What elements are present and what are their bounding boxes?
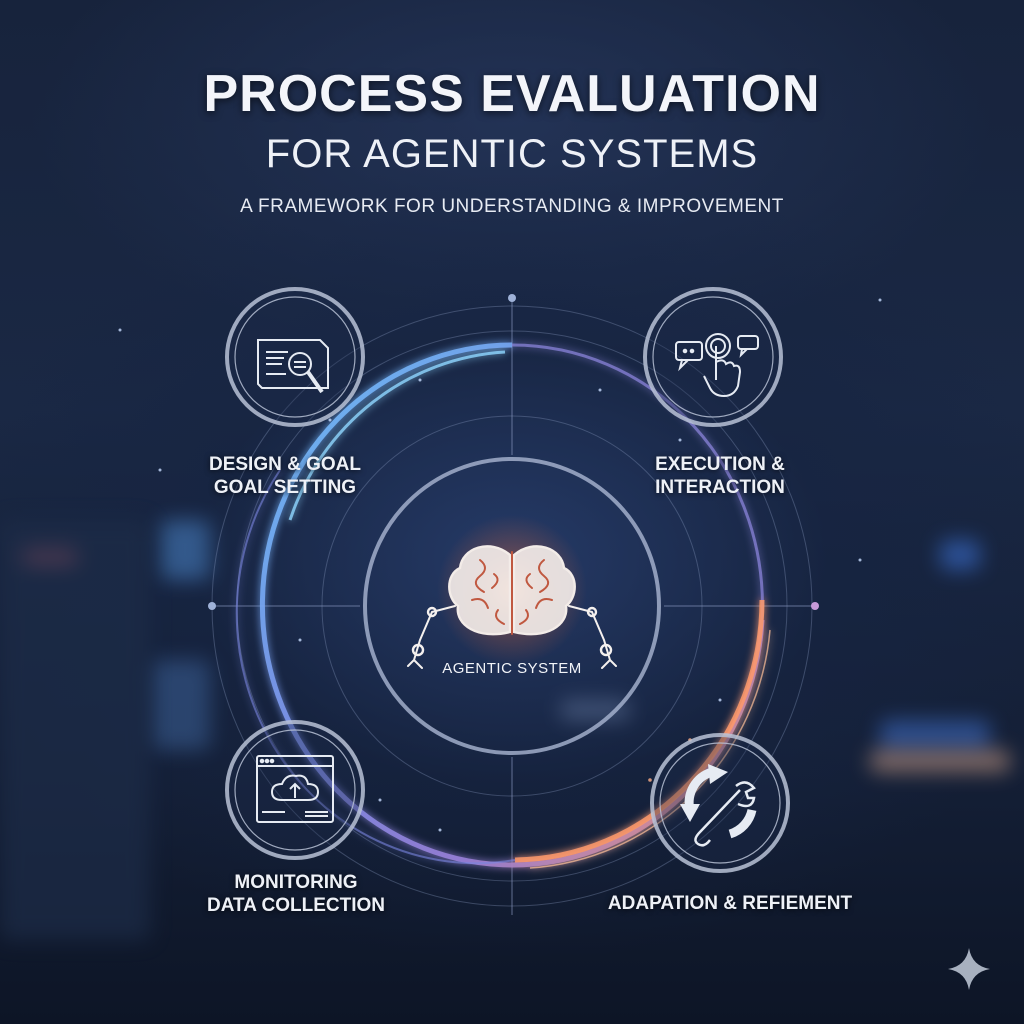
center-ring bbox=[363, 457, 661, 755]
network-particles bbox=[118, 298, 882, 832]
node-dot bbox=[811, 602, 819, 610]
node-dot bbox=[208, 602, 216, 610]
stage-label-adaptation: ADAPATION & REFIEMENT bbox=[580, 892, 880, 915]
stage-label-line2: INTERACTION bbox=[655, 477, 785, 498]
chat-touch-icon bbox=[675, 333, 759, 398]
bokeh-light bbox=[0, 520, 150, 940]
sparkle-icon bbox=[948, 948, 990, 990]
stage-label-execution: EXECUTION & INTERACTION bbox=[620, 453, 820, 499]
brain-robot-arms-icon bbox=[407, 545, 617, 669]
cloud-upload-window-icon bbox=[256, 755, 334, 823]
stage-label-line1: ADAPATION & REFIEMENT bbox=[607, 893, 853, 914]
stage-label-line1: EXECUTION & bbox=[655, 454, 785, 475]
center-label: AGENTIC SYSTEM bbox=[442, 660, 582, 677]
page-title: PROCESS EVALUATION bbox=[203, 65, 821, 123]
stage-label-line1: MONITORING bbox=[234, 872, 358, 893]
page-title-line2: FOR AGENTIC SYSTEMS bbox=[265, 132, 759, 176]
stage-label-line2: GOAL SETTING bbox=[213, 477, 357, 498]
page-subtitle: A FRAMEWORK FOR UNDERSTANDING & IMPROVEM… bbox=[240, 196, 784, 217]
node-dot bbox=[508, 294, 516, 302]
stage-circle-top-left bbox=[225, 287, 365, 427]
stage-label-line2: DATA COLLECTION bbox=[206, 895, 385, 916]
stage-label-monitoring: MONITORING DATA COLLECTION bbox=[186, 871, 406, 917]
stage-circle-bottom-right bbox=[650, 733, 790, 873]
stage-label-design: DESIGN & GOAL GOAL SETTING bbox=[180, 453, 390, 499]
stage-label-line1: DESIGN & GOAL bbox=[208, 454, 361, 475]
bokeh-light bbox=[870, 750, 1010, 772]
bokeh-light bbox=[150, 660, 210, 750]
bokeh-light bbox=[880, 720, 990, 750]
document-magnifier-icon bbox=[257, 339, 329, 394]
refresh-wrench-icon bbox=[680, 764, 757, 847]
bokeh-light bbox=[940, 540, 980, 570]
bokeh-light bbox=[160, 520, 210, 580]
